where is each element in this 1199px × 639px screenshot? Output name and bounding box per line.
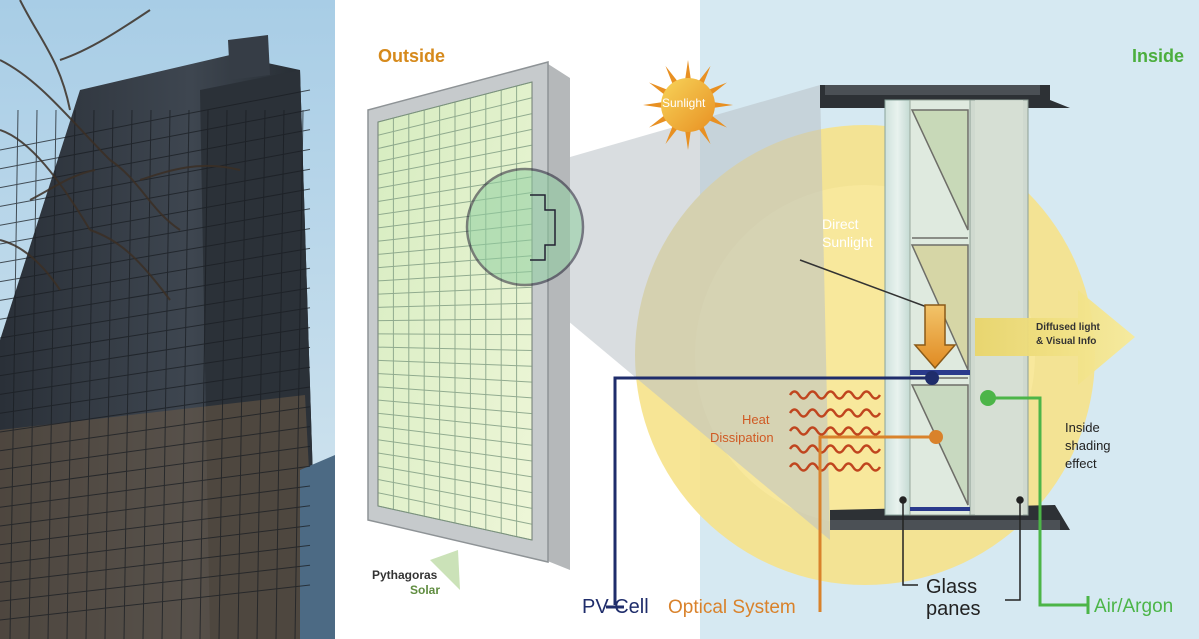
direct-sunlight-label-2: Sunlight xyxy=(822,234,873,250)
glass-panes-label-1: Glass xyxy=(926,576,977,598)
window-panel xyxy=(367,61,570,570)
sun-icon xyxy=(643,60,733,150)
glass-panes-label-2: panes xyxy=(926,598,981,620)
heat-waves xyxy=(788,390,882,472)
skyscraper-photo xyxy=(0,0,335,639)
inside-label: Inside xyxy=(1132,46,1184,66)
direct-sunlight-ray xyxy=(799,259,936,311)
logo-line1: Pythagoras xyxy=(372,568,438,582)
outside-label: Outside xyxy=(378,46,445,66)
pv-cell-label: PV Cell xyxy=(582,596,649,618)
zoom-projection xyxy=(525,85,830,540)
inside-shading-label-2: shading xyxy=(1065,438,1111,453)
outer-glass-pane xyxy=(884,99,911,516)
heat-dissipation-label-2: Dissipation xyxy=(710,430,774,445)
optical-system-label: Optical System xyxy=(668,597,796,618)
glass-panes-leader xyxy=(899,496,1024,601)
glass-cross-section xyxy=(820,85,1070,530)
pythagoras-solar-logo: Pythagoras Solar xyxy=(372,550,460,597)
air-argon-label: Air/Argon xyxy=(1094,596,1173,617)
logo-line2: Solar xyxy=(410,583,440,597)
inside-shading-label-3: effect xyxy=(1065,456,1097,471)
zoom-circle xyxy=(465,167,585,287)
direct-sunlight-arrow xyxy=(913,304,957,370)
optical-system-leader xyxy=(818,435,936,604)
diffused-light-label-1: Diffused light xyxy=(1036,322,1101,333)
sunlight-label: Sunlight xyxy=(662,96,706,110)
direct-sunlight-label-1: Direct xyxy=(822,216,859,232)
pv-cell-strip xyxy=(910,370,970,375)
diffused-light-label-2: & Visual Info xyxy=(1036,336,1096,347)
air-argon-leader xyxy=(988,396,1088,607)
inside-shading-label-1: Inside xyxy=(1065,420,1100,435)
heat-dissipation-label-1: Heat xyxy=(742,412,770,427)
diffused-light-arrow xyxy=(975,290,1135,385)
pv-cell-leader xyxy=(613,376,932,605)
diagram-area: Pythagoras Solar Outside Inside Sunlight… xyxy=(367,0,1199,639)
